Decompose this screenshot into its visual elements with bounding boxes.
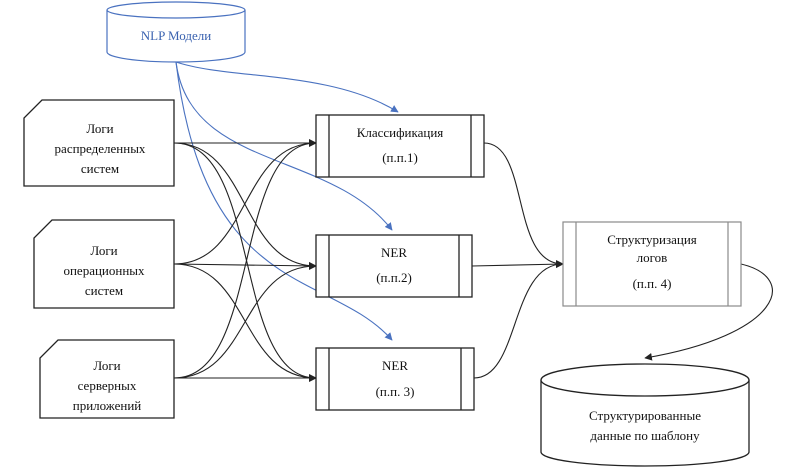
edges bbox=[173, 61, 773, 382]
edge-nlp-to-classification bbox=[175, 61, 399, 113]
classification-sub: (п.п.1) bbox=[382, 150, 418, 165]
edge-ner2-to-structuring bbox=[471, 260, 564, 269]
logs-os-line2: операционных bbox=[63, 263, 145, 278]
structuring-sub: (п.п. 4) bbox=[633, 276, 672, 291]
ner2-title: NER bbox=[381, 245, 407, 260]
ner3-title: NER bbox=[382, 358, 408, 373]
classification-title: Классификация bbox=[357, 125, 444, 140]
logs-server-line2: серверных bbox=[78, 378, 137, 393]
logs-distributed-line3: систем bbox=[81, 161, 119, 176]
edge-nlp-to-ner2 bbox=[175, 61, 393, 231]
logs-distributed-line2: распределенных bbox=[55, 141, 146, 156]
ner2-node: NER (п.п.2) bbox=[315, 234, 473, 298]
edge-classification-to-structuring bbox=[483, 142, 564, 268]
logs-os-node: Логи операционных систем bbox=[33, 219, 175, 309]
structured-data-line2: данные по шаблону bbox=[590, 428, 700, 443]
edge-structuring-to-data bbox=[644, 263, 773, 361]
structured-data-node: Структурированные данные по шаблону bbox=[540, 363, 750, 467]
edge-server-to-ner2 bbox=[173, 262, 317, 379]
logs-os-line3: систем bbox=[85, 283, 123, 298]
ner3-node: NER (п.п. 3) bbox=[315, 347, 475, 411]
logs-os-line1: Логи bbox=[90, 243, 117, 258]
edge-os-to-classification bbox=[173, 139, 317, 265]
ner3-sub: (п.п. 3) bbox=[376, 384, 415, 399]
nlp-models-label: NLP Модели bbox=[141, 28, 212, 43]
logs-distributed-node: Логи распределенных систем bbox=[23, 99, 175, 187]
logs-server-node: Логи серверных приложений bbox=[39, 339, 175, 419]
edge-nlp-to-ner3 bbox=[175, 61, 393, 341]
classification-node: Классификация (п.п.1) bbox=[315, 114, 485, 178]
structuring-line1: Структуризация bbox=[607, 232, 697, 247]
logs-distributed-line1: Логи bbox=[86, 121, 113, 136]
edge-ner3-to-structuring bbox=[473, 260, 564, 379]
logs-server-line1: Логи bbox=[93, 358, 120, 373]
ner2-sub: (п.п.2) bbox=[376, 270, 412, 285]
structured-data-line1: Структурированные bbox=[589, 408, 701, 423]
structuring-node: Структуризация логов (п.п. 4) bbox=[562, 221, 742, 307]
logs-server-line3: приложений bbox=[73, 398, 142, 413]
edge-server-to-classification bbox=[173, 139, 317, 379]
structuring-line2: логов bbox=[637, 250, 668, 265]
nlp-models-node: NLP Модели bbox=[106, 1, 246, 63]
